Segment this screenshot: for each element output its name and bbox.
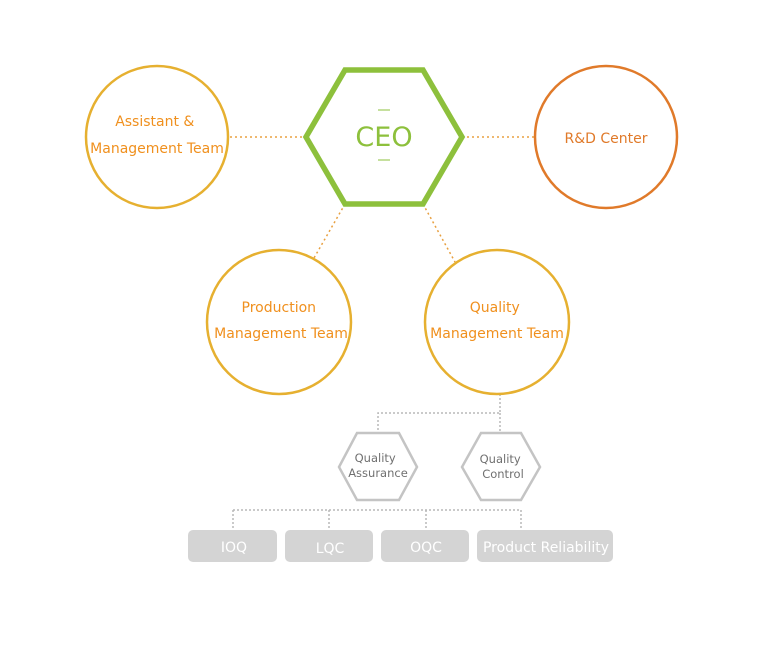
quality-control-node[interactable]: Quality Control [460, 431, 542, 502]
production-management-node[interactable]: Production Management Team [205, 248, 353, 396]
quality-line1: Quality [470, 300, 520, 316]
unit-ioq-label: IOQ [221, 540, 247, 556]
quality-line2: Management Team [430, 326, 564, 342]
unit-oqc-label: OQC [410, 540, 442, 556]
assistant-label: Assistant & Management Team [90, 114, 224, 157]
unit-lqc-label: LQC [316, 541, 345, 557]
connector-ceo-quality [422, 203, 456, 263]
unit-reliability-label: Product Reliability [483, 540, 609, 556]
production-line1: Production [242, 300, 316, 316]
rnd-label: R&D Center [565, 131, 648, 147]
qc-label: Quality Control [480, 452, 525, 481]
qa-label: Quality Assurance [348, 451, 408, 480]
assistant-management-node[interactable]: Assistant & Management Team [84, 64, 230, 210]
qa-line2: Assurance [348, 466, 408, 480]
quality-management-node[interactable]: Quality Management Team [423, 248, 571, 396]
rnd-center-node[interactable]: R&D Center [533, 64, 679, 210]
unit-lqc[interactable]: LQC [285, 530, 373, 562]
unit-oqc[interactable]: OQC [381, 530, 469, 562]
production-line2: Management Team [214, 326, 348, 342]
ceo-node[interactable]: CEO [302, 67, 466, 207]
ceo-label: CEO [355, 122, 412, 153]
qc-line2: Control [482, 467, 524, 481]
qa-line1: Quality [355, 451, 396, 465]
connectors [230, 136, 535, 530]
quality-label: Quality Management Team [430, 300, 564, 342]
unit-ioq[interactable]: IOQ [188, 530, 277, 562]
unit-product-reliability[interactable]: Product Reliability [477, 530, 613, 562]
qc-line1: Quality [480, 452, 521, 466]
assistant-line2: Management Team [90, 141, 224, 157]
connector-quality-qa [377, 394, 501, 433]
assistant-line1: Assistant & [115, 114, 194, 130]
connector-ceo-production [313, 203, 346, 259]
production-label: Production Management Team [214, 300, 348, 342]
quality-assurance-node[interactable]: Quality Assurance [337, 431, 419, 502]
